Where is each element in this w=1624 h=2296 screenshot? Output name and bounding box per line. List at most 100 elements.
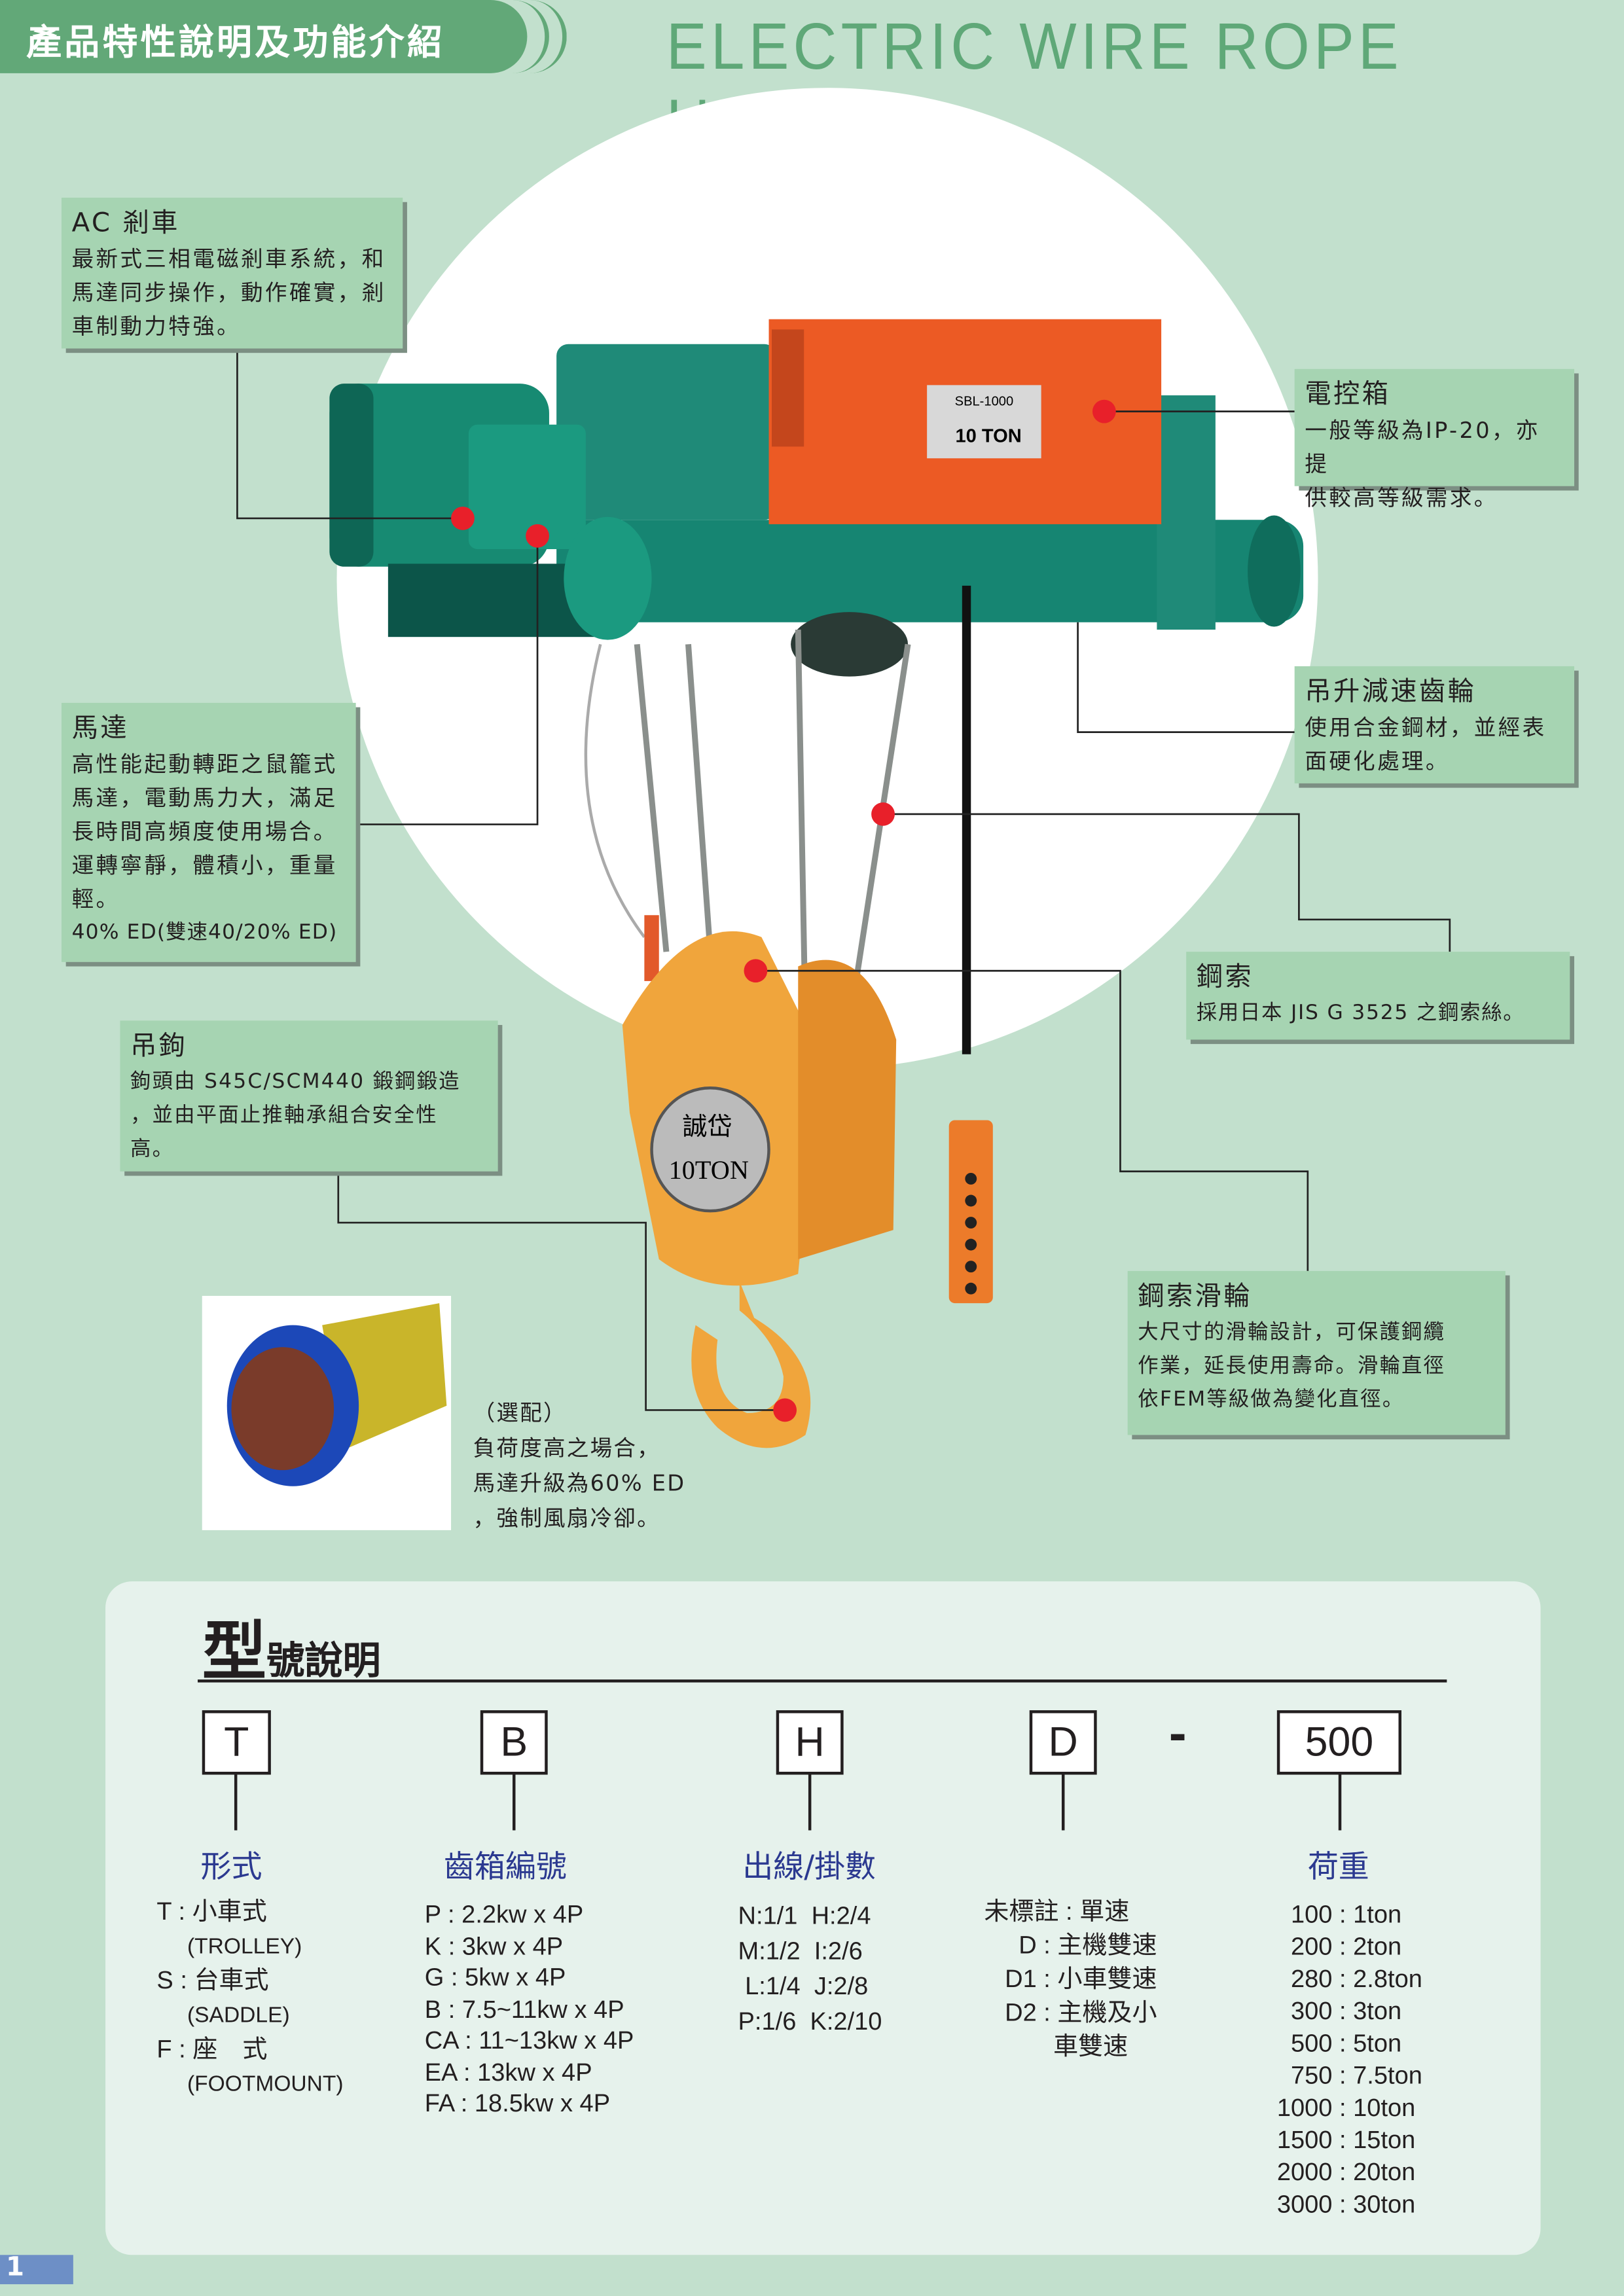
list-item: 未標註 : 單速 (984, 1897, 1130, 1926)
feature-text: 採用日本 JIS G 3525 之鋼索絲。 (1196, 1001, 1525, 1026)
hoist-body: SBL-1000 10 TON (329, 319, 1304, 677)
option-note: （選配） 負荷度高之場合， 馬達升級為60% ED ，強制風扇冷卻。 (473, 1395, 686, 1536)
list-item: 280 : 2.8ton (1276, 1965, 1422, 1993)
speed-list: 未標註 : 單速 D : 主機雙速 D1 : 小車雙速 D2 : 主機及小 車雙… (984, 1895, 1157, 2063)
section-title: 產品特性說明及功能介紹 (26, 22, 446, 63)
feature-rope: 鋼索 採用日本 JIS G 3525 之鋼索絲。 (1186, 952, 1570, 1040)
feature-text: 高。 (130, 1138, 175, 1162)
feature-sheave: 鋼索滑輪 大尺寸的滑輪設計，可保護鋼纜 作業，延長使用壽命。滑輪直徑 依FEM等… (1127, 1270, 1506, 1435)
list-item: 車雙速 (984, 2032, 1128, 2060)
feature-title: AC 剎車 (71, 207, 180, 239)
leader-lines (236, 348, 1451, 1411)
list-item: 750 : 7.5ton (1276, 2061, 1422, 2090)
feature-text: 運轉寧靜，體積小，重量 (71, 852, 338, 879)
list-item: 300 : 3ton (1276, 1997, 1402, 2026)
list-item: F : 座 式 (156, 2035, 268, 2064)
list-item: D1 : 小車雙速 (984, 1965, 1157, 1993)
list-item: 2000 : 20ton (1276, 2158, 1416, 2187)
list-item: T : 小車式 (156, 1897, 267, 1926)
list-item: G : 5kw x 4P (424, 1964, 566, 1992)
model-section-title: 型號說明 (202, 1599, 381, 1693)
feature-text: 馬達，電動馬力大，滿足 (71, 785, 338, 812)
code-dash: - (1168, 1710, 1187, 1762)
list-item: M:1/2 I:2/6 (738, 1937, 863, 1965)
column-header-gearbox: 齒箱編號 (443, 1849, 567, 1885)
list-item: EA : 13kw x 4P (424, 2058, 592, 2086)
feature-hook: 吊鉤 鉤頭由 S45C/SCM440 鍛鋼鍛造 ，並由平面止推軸承組合安全性 高… (120, 1020, 498, 1172)
callout-dots (451, 399, 1116, 1422)
feature-text: 馬達同步操作，動作確實，剎 (71, 279, 386, 306)
option-motor-image-art (202, 1295, 452, 1530)
list-item: FA : 18.5kw x 4P (424, 2089, 611, 2117)
feature-title: 吊升減速齒輪 (1305, 676, 1477, 708)
capacity-list: 100 : 1ton 200 : 2ton 280 : 2.8ton 300 :… (1277, 1899, 1422, 2221)
feature-text: 輕。 (71, 886, 120, 912)
type-list: T : 小車式 (TROLLEY) S : 台車式 (SADDLE) F : 座… (156, 1895, 343, 2101)
feature-text: 作業，延長使用壽命。滑輪直徑 (1138, 1354, 1446, 1378)
list-item: S : 台車式 (156, 1966, 269, 1995)
pendant-control (948, 1120, 993, 1304)
list-item: K : 3kw x 4P (424, 1931, 564, 1960)
feature-text: 高性能起動轉距之鼠籠式 (71, 751, 338, 778)
connector (1061, 1774, 1065, 1831)
column-header-reeving: 出線/掛數 (742, 1849, 876, 1885)
hook-dot (773, 1398, 797, 1422)
nameplate (927, 385, 1041, 459)
list-item: B : 7.5~11kw x 4P (424, 1995, 624, 2023)
page-number-tab: 1 (0, 2251, 73, 2285)
feature-text: 長時間高頻度使用場合。 (71, 818, 338, 845)
feature-text: 一般等級為IP-20，亦提 (1305, 417, 1540, 478)
feature-title: 吊鉤 (130, 1030, 188, 1062)
option-text: 馬達升級為60% ED (473, 1470, 686, 1497)
feature-title: 鋼索 (1196, 961, 1254, 993)
list-item: P : 2.2kw x 4P (424, 1900, 584, 1929)
title-big-char: 型 (202, 1615, 267, 1690)
header-arc (0, 0, 567, 73)
nameplate-ton: 10 TON (955, 426, 1021, 447)
list-item: (TROLLEY) (156, 1933, 302, 1959)
connector (1338, 1774, 1342, 1831)
feature-brake: AC 剎車 最新式三相電磁剎車系統，和 馬達同步操作，動作確實，剎 車制動力特強… (61, 198, 403, 349)
list-item: P:1/6 K:2/10 (738, 2007, 882, 2036)
feature-ed: 40% ED(雙速40/20% ED) (71, 921, 338, 944)
list-item: 3000 : 30ton (1276, 2190, 1416, 2219)
code-box-gearbox: B (480, 1710, 548, 1775)
feature-text: 供較高等級需求。 (1305, 484, 1498, 511)
list-item: (FOOTMOUNT) (156, 2071, 344, 2096)
page-number: 1 (5, 2251, 24, 2283)
list-item: L:1/4 J:2/8 (738, 1972, 869, 2001)
list-item: 100 : 1ton (1276, 1900, 1402, 1929)
feature-gear: 吊升減速齒輪 使用合金鋼材，並經表 面硬化處理。 (1294, 666, 1574, 783)
list-item: (SADDLE) (156, 2002, 290, 2028)
wire-ropes (584, 629, 911, 1026)
connector (234, 1774, 238, 1831)
list-item: CA : 11~13kw x 4P (424, 2026, 634, 2054)
connector (808, 1774, 812, 1831)
feature-motor: 馬達 高性能起動轉距之鼠籠式 馬達，電動馬力大，滿足 長時間高頻度使用場合。 運… (61, 702, 356, 962)
list-item: 1500 : 15ton (1276, 2126, 1416, 2154)
hook (691, 1281, 811, 1448)
list-item: N:1/1 H:2/4 (738, 1902, 871, 1930)
feature-title: 馬達 (71, 713, 129, 744)
title-underline (198, 1679, 1447, 1683)
hook-block: 誠岱 10TON (622, 915, 897, 1448)
feature-text: 依FEM等級做為變化直徑。 (1138, 1388, 1405, 1412)
code-box-speed: D (1029, 1710, 1097, 1775)
section-tab: 產品特性說明及功能介紹 (0, 0, 528, 73)
gearbox-list: P : 2.2kw x 4P K : 3kw x 4P G : 5kw x 4P… (425, 1899, 634, 2120)
block-ton: 10TON (669, 1155, 749, 1185)
sheave-dot (744, 959, 768, 983)
code-box-reeving: H (776, 1710, 844, 1775)
list-item: 200 : 2ton (1276, 1933, 1402, 1961)
connector (513, 1774, 516, 1831)
list-item: D : 主機雙速 (984, 1931, 1157, 1960)
feature-text: 大尺寸的滑輪設計，可保護鋼纜 (1138, 1320, 1446, 1344)
block-brand: 誠岱 (683, 1112, 732, 1141)
feature-text: ，並由平面止推軸承組合安全性 (130, 1103, 438, 1128)
nameplate-model: SBL-1000 (955, 395, 1014, 409)
code-box-type: T (202, 1710, 271, 1775)
list-item: 500 : 5ton (1276, 2029, 1402, 2058)
reeving-list: N:1/1 H:2/4 M:1/2 I:2/6 L:1/4 J:2/8 P:1/… (738, 1899, 882, 2040)
